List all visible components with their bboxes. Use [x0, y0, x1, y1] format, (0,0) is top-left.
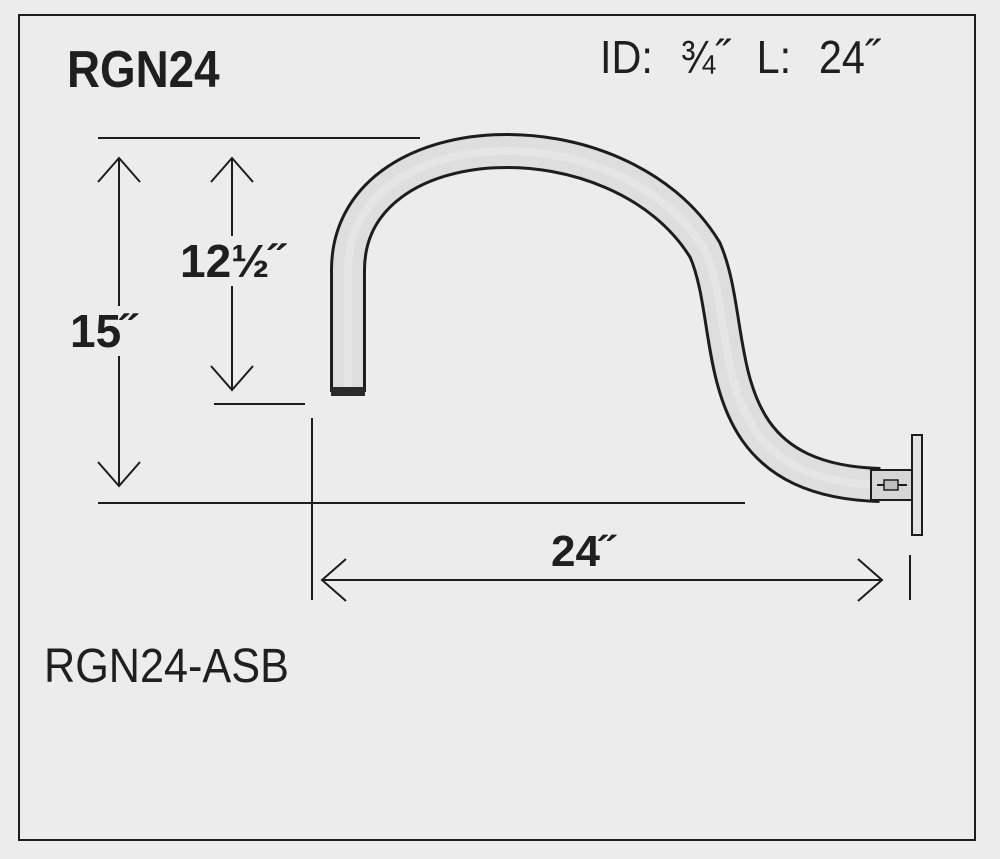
wall-plate: [911, 434, 923, 536]
gooseneck-arm: [330, 132, 881, 503]
spec-inner-diameter-length: ID: ¾˝ L: 24˝: [600, 31, 879, 83]
overall-height-label: 15˝: [66, 306, 141, 356]
diagram-frame: [18, 14, 976, 841]
inner-drop-label: 12½˝: [176, 236, 289, 286]
wall-mount-fitting: [870, 469, 914, 501]
dimension-line-24: [320, 558, 884, 602]
length-label: 24˝: [545, 530, 621, 574]
pipe-end-cap: [331, 387, 365, 396]
extension-lines: [98, 137, 911, 600]
variant-model-label: RGN24-ASB: [44, 640, 289, 693]
model-title: RGN24: [67, 41, 220, 99]
